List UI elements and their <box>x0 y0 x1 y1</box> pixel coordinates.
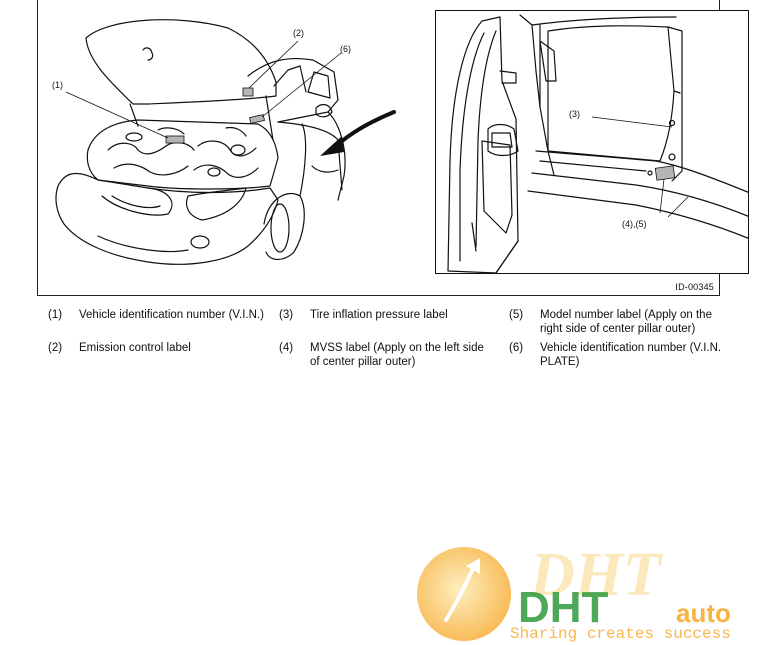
callout-4-5: (4),(5) <box>622 219 647 229</box>
legend-text: Tire inflation pressure label <box>310 309 448 321</box>
legend-text: Model number label (Apply on the right s… <box>540 309 712 335</box>
callout-3: (3) <box>569 109 580 119</box>
legend-number: (5) <box>509 309 524 321</box>
open-hood <box>85 19 277 105</box>
legend-item-3: (3) Tire inflation pressure label <box>279 308 495 322</box>
sun-circle-icon <box>417 547 511 641</box>
callout-6: (6) <box>340 44 351 54</box>
door-sill <box>535 150 748 193</box>
door-opening <box>547 25 675 162</box>
pillar-label-mark <box>654 165 676 181</box>
arrow-up-right-icon <box>444 564 476 622</box>
emission-label-mark <box>242 87 254 97</box>
legend-text: MVSS label (Apply on the left side of ce… <box>310 342 484 368</box>
headlight <box>185 187 247 221</box>
legend-item-5: (5) Model number label (Apply on the rig… <box>509 308 725 336</box>
legend-text: Vehicle identification number (V.I.N.) <box>79 309 264 321</box>
front-bumper <box>55 172 279 265</box>
brand-suffix-text: auto <box>676 598 731 628</box>
vin-plate-mark <box>249 114 265 124</box>
door-pillar-inset: (3) (4),(5) <box>435 10 749 274</box>
callout-1: (1) <box>52 80 63 90</box>
logo-front-text: DHT <box>518 583 609 632</box>
grille <box>111 195 161 209</box>
door-opening-illustration <box>447 14 748 273</box>
center-pillar <box>667 26 683 182</box>
watermark-logo: DHT DHT auto Sharing creates success <box>417 541 731 643</box>
side-mirror <box>315 103 333 118</box>
engine-bay <box>86 119 279 190</box>
legend-text: Vehicle identification number (V.I.N. PL… <box>540 342 722 368</box>
legend-item-1: (1) Vehicle identification number (V.I.N… <box>48 308 264 322</box>
legend-number: (3) <box>279 309 294 321</box>
dht-auto-watermark: DHT DHT auto Sharing creates success <box>410 540 765 645</box>
slogan-text: Sharing creates success <box>510 625 731 643</box>
vin-label-mark <box>165 135 185 144</box>
front-wheel-arch <box>263 193 305 261</box>
legend-item-4: (4) MVSS label (Apply on the left side o… <box>279 341 495 369</box>
open-door <box>447 16 519 273</box>
legend-number: (1) <box>48 309 63 321</box>
legend-number: (6) <box>509 342 524 354</box>
figure-id: ID-00345 <box>675 282 714 292</box>
car-illustration <box>55 19 396 265</box>
legend-item-2: (2) Emission control label <box>48 341 264 355</box>
pointer-arrow <box>320 110 396 156</box>
legend-number: (4) <box>279 342 294 354</box>
figure-frame: (1) (2) (6) <box>37 0 749 296</box>
callout-2: (2) <box>293 28 304 38</box>
hood-prop <box>129 103 139 127</box>
legend-item-6: (6) Vehicle identification number (V.I.N… <box>509 341 725 369</box>
logo-back-text: DHT <box>529 541 663 609</box>
legend-number: (2) <box>48 342 63 354</box>
legend-text: Emission control label <box>79 342 191 354</box>
